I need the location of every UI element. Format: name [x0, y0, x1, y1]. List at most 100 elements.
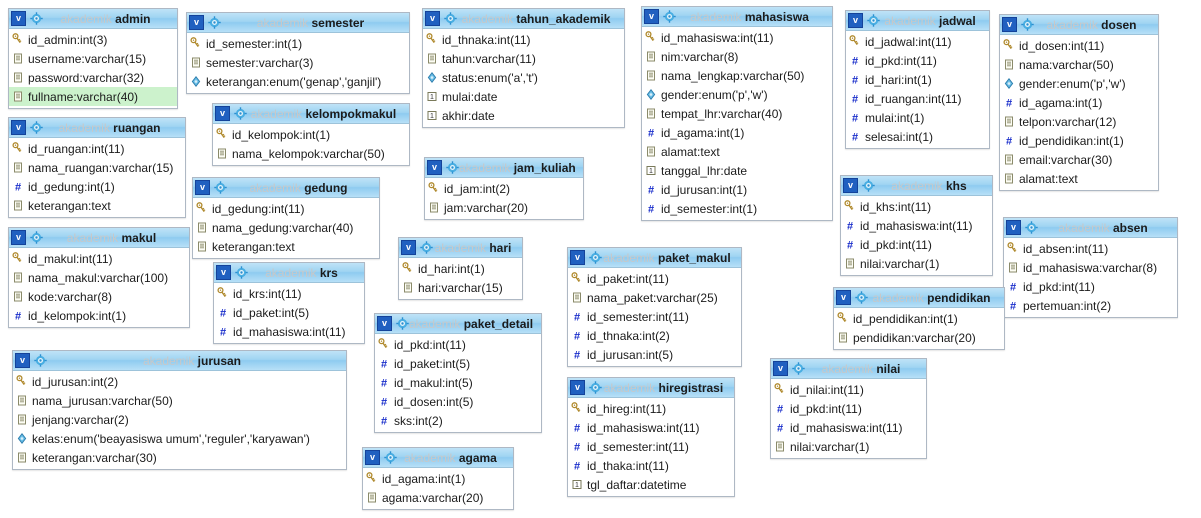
gear-icon[interactable]	[792, 362, 805, 375]
column-row[interactable]: #id_pkd : int(11)	[1004, 277, 1177, 296]
column-row[interactable]: username : varchar(15)	[9, 49, 177, 68]
column-row[interactable]: status : enum('a','t')	[423, 68, 624, 87]
column-row[interactable]: #pertemuan : int(2)	[1004, 296, 1177, 315]
column-row[interactable]: nama_kelompok : varchar(50)	[213, 144, 409, 163]
collapse-toggle-icon[interactable]: v	[1002, 17, 1017, 32]
column-row[interactable]: id_absen : int(11)	[1004, 239, 1177, 258]
column-row[interactable]: alamat : text	[642, 142, 832, 161]
gear-icon[interactable]	[214, 181, 227, 194]
column-row[interactable]: pendidikan : varchar(20)	[834, 328, 1004, 347]
column-row[interactable]: id_jadwal : int(11)	[846, 32, 989, 51]
column-row[interactable]: #selesai : int(1)	[846, 127, 989, 146]
collapse-toggle-icon[interactable]: v	[570, 250, 585, 265]
collapse-toggle-icon[interactable]: v	[570, 380, 585, 395]
gear-icon[interactable]	[208, 16, 221, 29]
gear-icon[interactable]	[862, 179, 875, 192]
gear-icon[interactable]	[589, 251, 602, 264]
column-row[interactable]: nama_lengkap : varchar(50)	[642, 66, 832, 85]
collapse-toggle-icon[interactable]: v	[773, 361, 788, 376]
column-row[interactable]: #id_jurusan : int(5)	[568, 345, 741, 364]
column-row[interactable]: #id_hari : int(1)	[846, 70, 989, 89]
gear-icon[interactable]	[384, 451, 397, 464]
collapse-toggle-icon[interactable]: v	[11, 230, 26, 245]
column-row[interactable]: id_mahasiswa : varchar(8)	[1004, 258, 1177, 277]
column-row[interactable]: id_hari : int(1)	[399, 259, 522, 278]
column-row[interactable]: email : varchar(30)	[1000, 150, 1158, 169]
column-row[interactable]: #id_mahasiswa : int(11)	[214, 322, 364, 341]
column-row[interactable]: id_dosen : int(11)	[1000, 36, 1158, 55]
column-row[interactable]: kode : varchar(8)	[9, 287, 189, 306]
collapse-toggle-icon[interactable]: v	[216, 265, 231, 280]
collapse-toggle-icon[interactable]: v	[427, 160, 442, 175]
collapse-toggle-icon[interactable]: v	[15, 353, 30, 368]
column-row[interactable]: gender : enum('p','w')	[1000, 74, 1158, 93]
column-row[interactable]: keterangan : text	[9, 196, 185, 215]
column-row[interactable]: #id_agama : int(1)	[1000, 93, 1158, 112]
column-row[interactable]: semester : varchar(3)	[187, 53, 409, 72]
column-row[interactable]: jenjang : varchar(2)	[13, 410, 346, 429]
collapse-toggle-icon[interactable]: v	[11, 11, 26, 26]
column-row[interactable]: #id_semester : int(11)	[568, 307, 741, 326]
collapse-toggle-icon[interactable]: v	[215, 106, 230, 121]
column-row[interactable]: #id_mahasiswa : int(11)	[771, 418, 926, 437]
column-row[interactable]: id_jurusan : int(2)	[13, 372, 346, 391]
gear-icon[interactable]	[420, 241, 433, 254]
collapse-toggle-icon[interactable]: v	[377, 316, 392, 331]
gear-icon[interactable]	[867, 14, 880, 27]
column-row[interactable]: #id_ruangan : int(11)	[846, 89, 989, 108]
gear-icon[interactable]	[30, 12, 43, 25]
column-row[interactable]: #sks : int(2)	[375, 411, 541, 430]
column-row[interactable]: #id_thnaka : int(2)	[568, 326, 741, 345]
gear-icon[interactable]	[34, 354, 47, 367]
column-row[interactable]: nama_jurusan : varchar(50)	[13, 391, 346, 410]
column-row[interactable]: id_krs : int(11)	[214, 284, 364, 303]
column-row[interactable]: #id_mahasiswa : int(11)	[568, 418, 734, 437]
collapse-toggle-icon[interactable]: v	[401, 240, 416, 255]
column-row[interactable]: keterangan : varchar(30)	[13, 448, 346, 467]
gear-icon[interactable]	[234, 107, 247, 120]
column-row[interactable]: #id_kelompok : int(1)	[9, 306, 189, 325]
column-row[interactable]: #id_paket : int(5)	[375, 354, 541, 373]
collapse-toggle-icon[interactable]: v	[195, 180, 210, 195]
column-row[interactable]: #id_paket : int(5)	[214, 303, 364, 322]
column-row[interactable]: #id_makul : int(5)	[375, 373, 541, 392]
column-row[interactable]: id_mahasiswa : int(11)	[642, 28, 832, 47]
column-row[interactable]: kelas : enum('beayasiswa umum','reguler'…	[13, 429, 346, 448]
column-row[interactable]: nim : varchar(8)	[642, 47, 832, 66]
gear-icon[interactable]	[446, 161, 459, 174]
collapse-toggle-icon[interactable]: v	[644, 9, 659, 24]
gear-icon[interactable]	[444, 12, 457, 25]
column-row[interactable]: alamat : text	[1000, 169, 1158, 188]
column-row[interactable]: #id_dosen : int(5)	[375, 392, 541, 411]
column-row[interactable]: #id_pkd : int(11)	[841, 235, 992, 254]
collapse-toggle-icon[interactable]: v	[425, 11, 440, 26]
gear-icon[interactable]	[855, 291, 868, 304]
